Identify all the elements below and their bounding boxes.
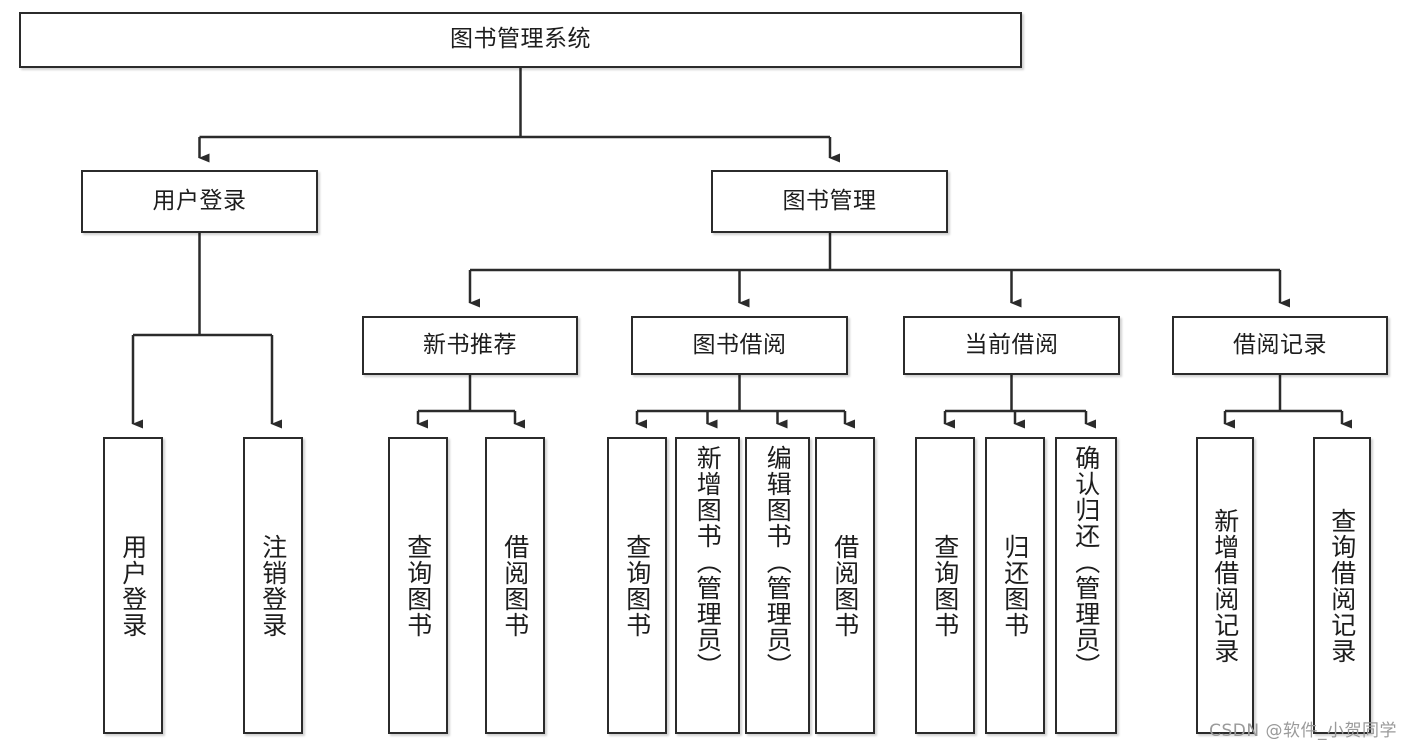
node-label: 图书管理 [782,187,877,214]
node-root-system[interactable]: 图书管理系统 [19,12,1022,68]
node-label: 查询图书 [403,533,433,638]
node-label: 注销登录 [258,533,288,638]
node-label: 用户登录 [152,187,247,214]
node-label: 借阅图书 [830,533,860,638]
node-leaf-edit-book-admin[interactable]: 编辑图书（管理员） [745,437,810,734]
node-leaf-query-book-rec[interactable]: 查询图书 [388,437,448,734]
node-book-borrow[interactable]: 图书借阅 [631,316,848,375]
node-label: 查询图书 [622,533,652,638]
node-leaf-return-book[interactable]: 归还图书 [985,437,1045,734]
node-label: 图书借阅 [692,331,787,358]
node-label: 用户登录 [118,533,148,638]
node-leaf-query-borrow-record[interactable]: 查询借阅记录 [1313,437,1371,734]
node-label: 借阅记录 [1233,331,1327,358]
node-label: 借阅图书 [500,533,530,638]
node-leaf-logout[interactable]: 注销登录 [243,437,303,734]
node-label: 确认归还（管理员） [1071,445,1101,679]
node-leaf-query-book-current[interactable]: 查询图书 [915,437,975,734]
node-label: 查询借阅记录 [1327,507,1357,664]
node-leaf-add-borrow-record[interactable]: 新增借阅记录 [1196,437,1254,734]
node-new-book-recommend[interactable]: 新书推荐 [362,316,578,375]
node-label: 当前借阅 [964,331,1059,358]
node-user-login[interactable]: 用户登录 [81,170,318,233]
node-label: 新增借阅记录 [1210,507,1240,664]
node-leaf-add-book-admin[interactable]: 新增图书（管理员） [675,437,740,734]
node-leaf-query-book-borrow[interactable]: 查询图书 [607,437,667,734]
node-current-borrow[interactable]: 当前借阅 [903,316,1120,375]
node-leaf-borrow-book-rec[interactable]: 借阅图书 [485,437,545,734]
node-borrow-record[interactable]: 借阅记录 [1172,316,1388,375]
node-label: 图书管理系统 [450,26,591,53]
node-label: 查询图书 [930,533,960,638]
node-label: 编辑图书（管理员） [763,445,793,679]
node-leaf-borrow-book[interactable]: 借阅图书 [815,437,875,734]
node-book-management[interactable]: 图书管理 [711,170,948,233]
node-label: 归还图书 [1000,533,1030,638]
node-label: 新增图书（管理员） [693,445,723,679]
node-leaf-confirm-return-admin[interactable]: 确认归还（管理员） [1055,437,1117,734]
node-label: 新书推荐 [423,331,517,358]
watermark-text: CSDN @软件_小贺同学 [1209,721,1397,741]
node-leaf-user-login[interactable]: 用户登录 [103,437,163,734]
